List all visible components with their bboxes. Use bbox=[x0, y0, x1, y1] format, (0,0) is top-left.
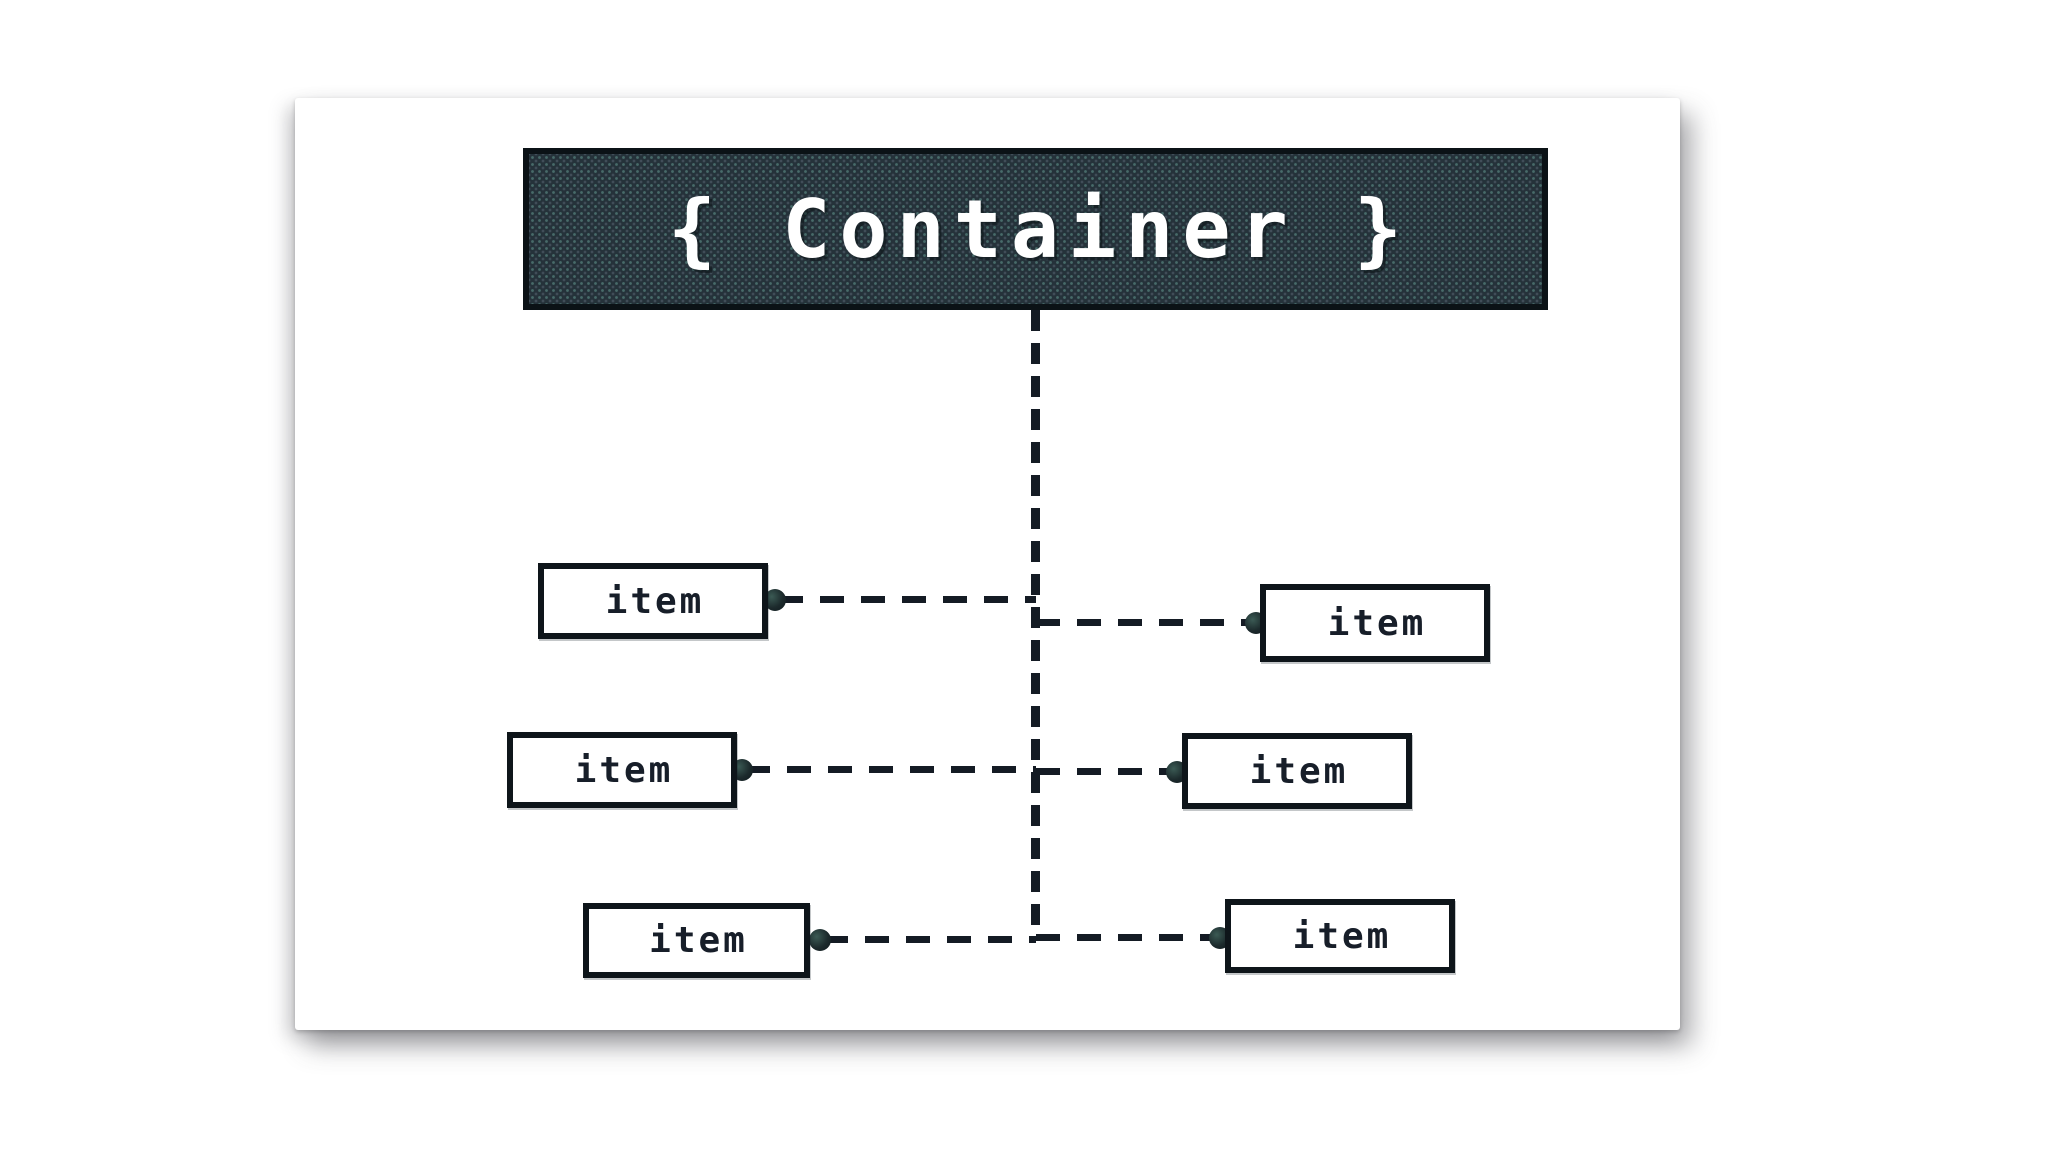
connector-line-left-3 bbox=[824, 936, 1036, 943]
diagram-canvas: { Container } item item item item item bbox=[295, 98, 1680, 1030]
item-label: item bbox=[574, 749, 674, 791]
connector-line-right-3 bbox=[1036, 934, 1216, 941]
item-label: item bbox=[1249, 750, 1349, 792]
item-label: item bbox=[649, 920, 748, 961]
item-label: item bbox=[605, 580, 705, 622]
item-box-left-1: item bbox=[538, 563, 768, 639]
connector-line-right-2 bbox=[1036, 768, 1173, 775]
connector-dot-left-1 bbox=[764, 589, 786, 611]
connector-line-left-1 bbox=[779, 596, 1036, 603]
connector-dot-left-3 bbox=[809, 929, 831, 951]
item-box-right-2: item bbox=[1182, 733, 1412, 809]
item-label: item bbox=[1327, 602, 1427, 644]
item-box-left-3: item bbox=[583, 903, 810, 978]
item-box-right-1: item bbox=[1260, 584, 1490, 662]
item-label: item bbox=[1292, 915, 1392, 957]
vertical-connector-line bbox=[1031, 310, 1040, 938]
item-box-right-3: item bbox=[1225, 899, 1455, 973]
connector-line-left-2 bbox=[746, 766, 1036, 773]
container-box: { Container } bbox=[523, 148, 1548, 310]
container-label: { Container } bbox=[667, 182, 1412, 276]
connector-line-right-1 bbox=[1036, 619, 1252, 626]
item-box-left-2: item bbox=[507, 732, 737, 808]
